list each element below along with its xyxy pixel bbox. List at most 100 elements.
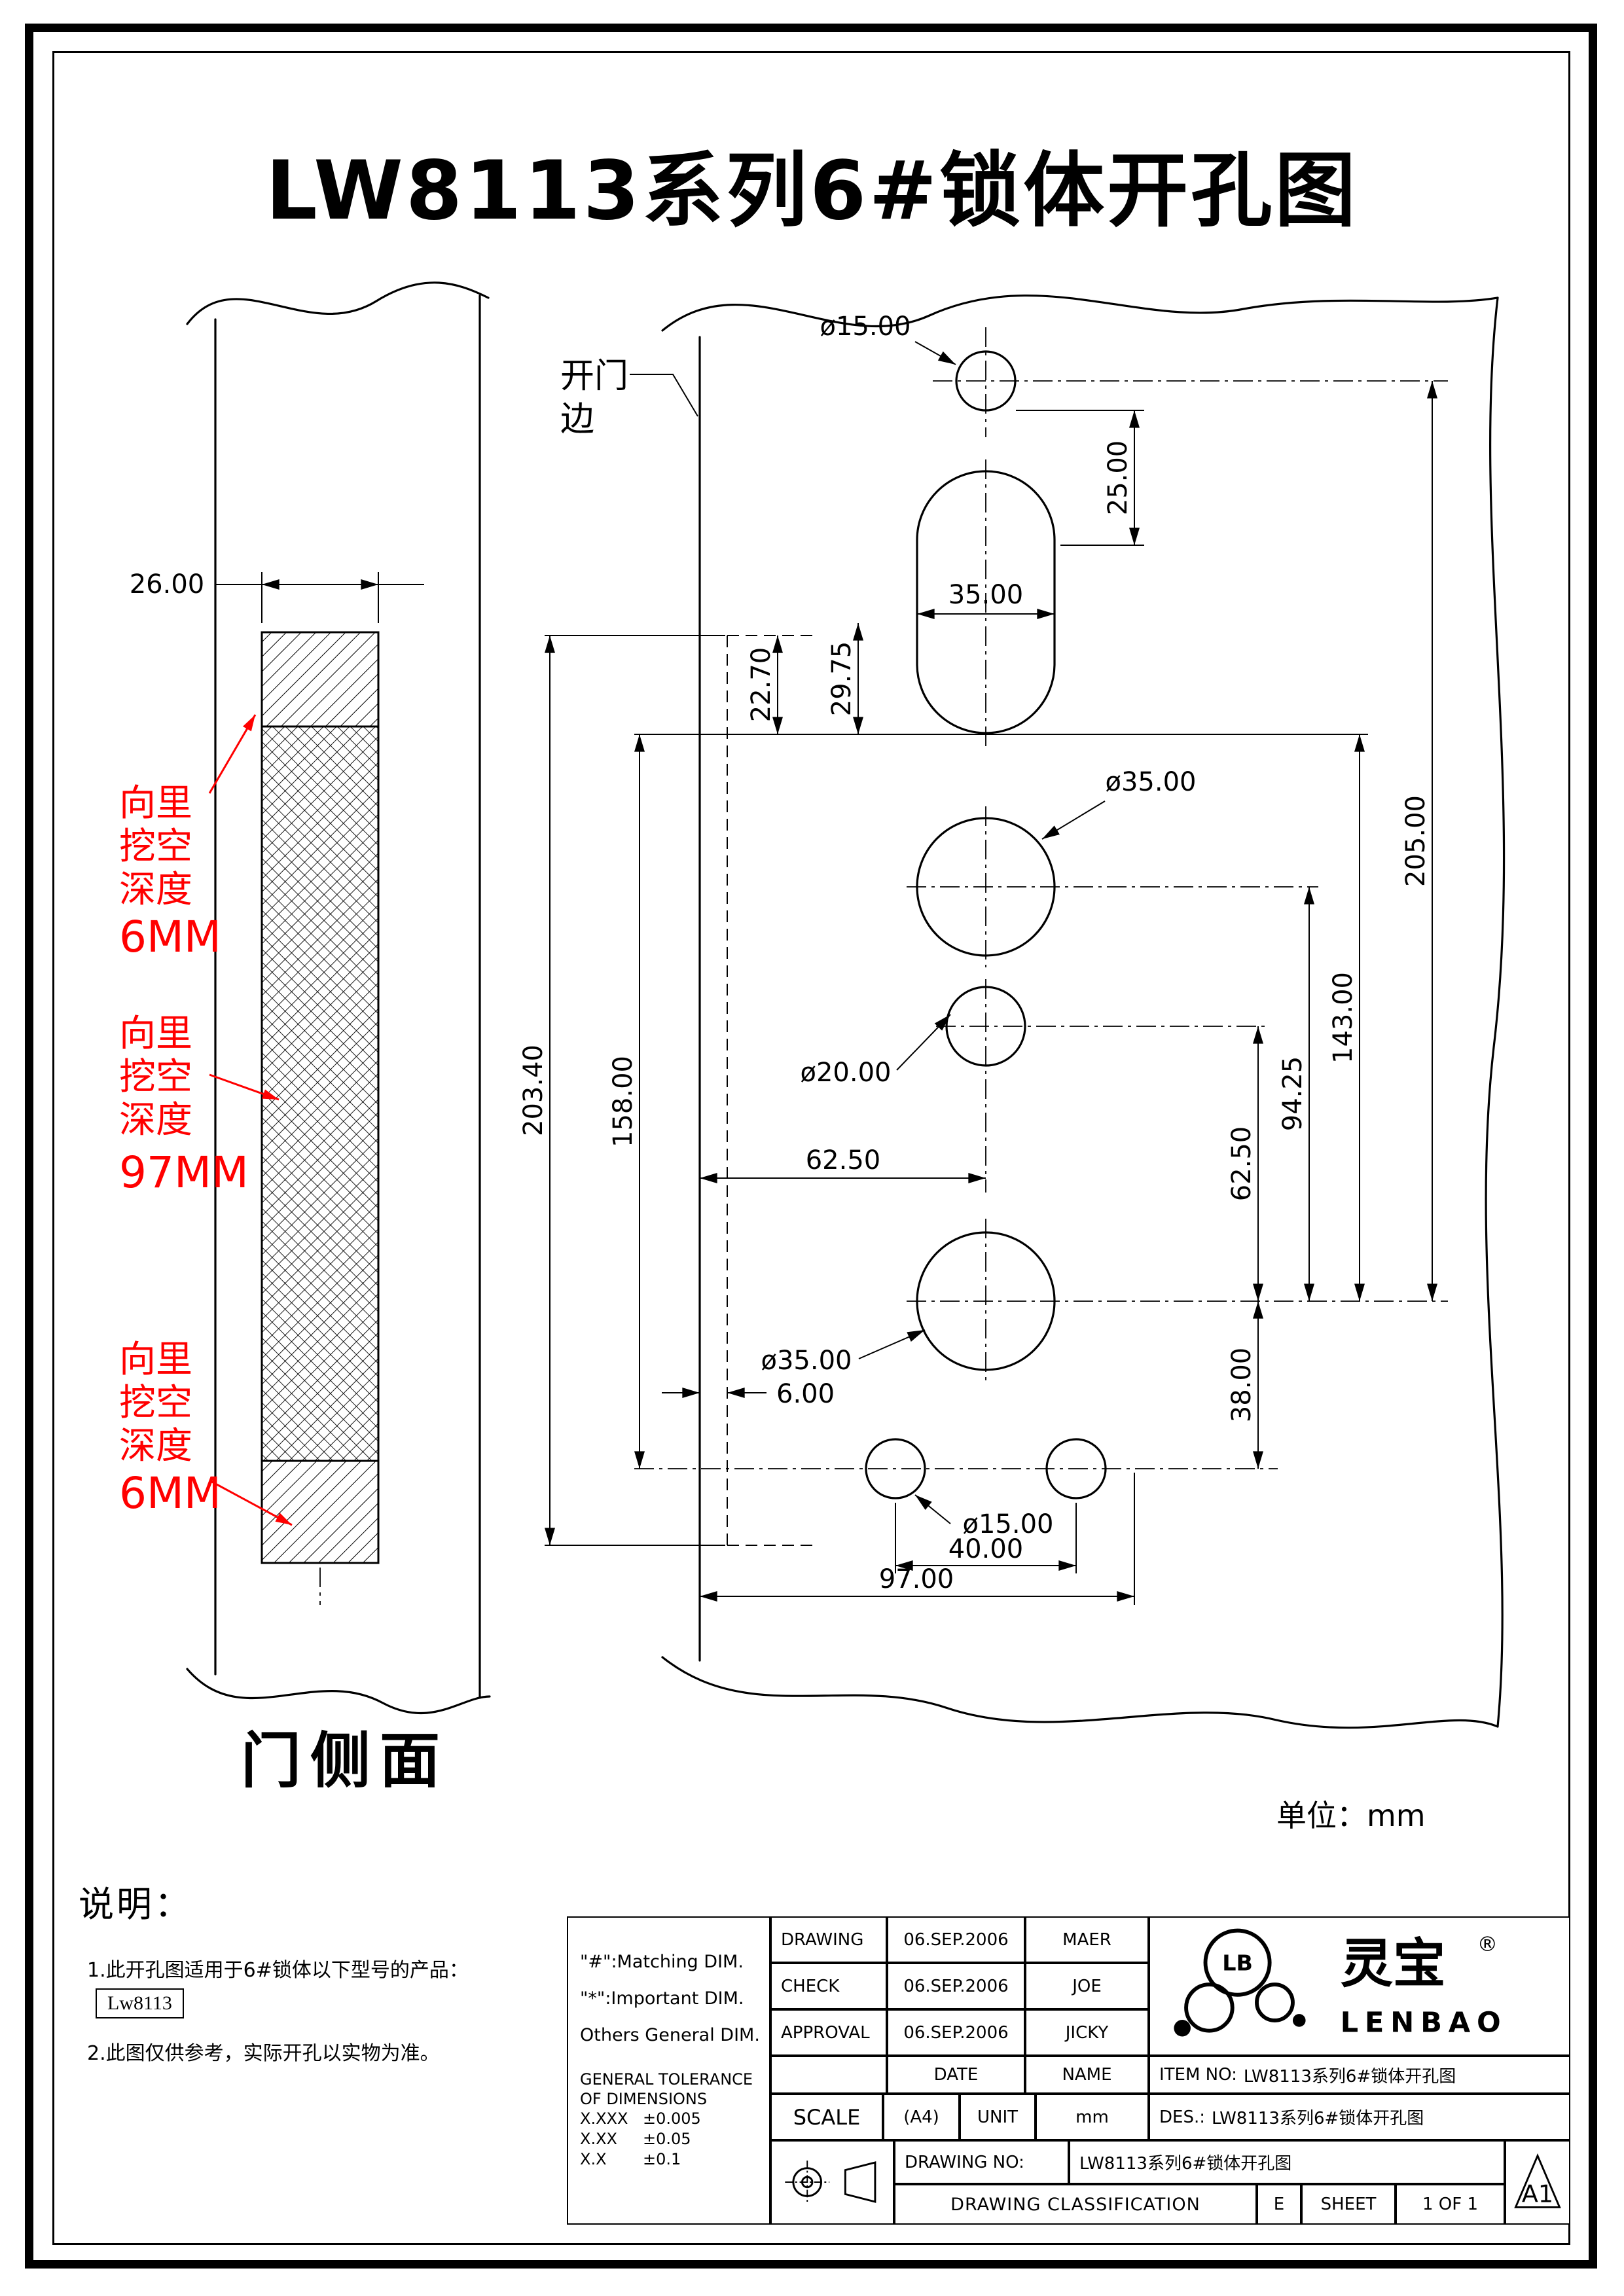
approval-row-label: APPROVAL xyxy=(770,2009,887,2056)
tolerance-row: X.XX±0.05 xyxy=(580,2130,691,2148)
drilling-layout-view: 开门 边 22.70 xyxy=(518,294,1506,1729)
unit-value: mm xyxy=(1036,2094,1149,2140)
svg-text:向里: 向里 xyxy=(119,782,192,825)
door-edge-label-line1: 开门 xyxy=(560,357,628,396)
registered-mark: ® xyxy=(1477,1933,1498,1956)
svg-text:深度: 深度 xyxy=(119,869,192,911)
cone-symbol-icon xyxy=(844,2161,876,2203)
drawing-no-value: LW8113系列6#锁体开孔图 xyxy=(1069,2140,1505,2184)
check-date: 06.SEP.2006 xyxy=(887,1963,1025,2009)
note-1: 1.此开孔图适用于6#锁体以下型号的产品： xyxy=(87,1959,469,1982)
dim-label-38-00: 38.00 xyxy=(1227,1348,1257,1423)
pocket-top-hatch xyxy=(261,631,380,728)
item-no-cell: ITEM NO: LW8113系列6#锁体开孔图 xyxy=(1149,2056,1570,2094)
classification-label: DRAWING CLASSIFICATION xyxy=(894,2184,1257,2225)
door-edge-label-line2: 边 xyxy=(560,400,594,439)
projection-symbol-cell xyxy=(770,2140,894,2225)
classification-value: E xyxy=(1257,2184,1301,2225)
item-no-value: LW8113系列6#锁体开孔图 xyxy=(1243,2066,1456,2087)
svg-text:挖空: 挖空 xyxy=(119,1056,192,1098)
scale-value: (A4) xyxy=(883,2094,960,2140)
dim-label-62-50-h: 62.50 xyxy=(806,1145,881,1175)
svg-text:LB: LB xyxy=(1222,1950,1253,1975)
check-name: JOE xyxy=(1025,1963,1149,2009)
svg-text:挖空: 挖空 xyxy=(119,825,192,868)
model-number-box: Lw8113 xyxy=(96,1988,184,2018)
tolerance-title-1: GENERAL TOLERANCE xyxy=(580,2070,753,2089)
brand-name-en: LENBAO xyxy=(1341,2007,1507,2039)
notes-heading: 说明： xyxy=(79,1884,192,1925)
dim-label-94-25: 94.25 xyxy=(1278,1056,1308,1132)
projection-symbols xyxy=(785,2161,876,2204)
date-header: DATE xyxy=(887,2056,1025,2094)
pocket-middle-hatch xyxy=(261,725,380,1462)
sheet-label: SHEET xyxy=(1301,2184,1396,2225)
drawing-row-label: DRAWING xyxy=(770,1916,887,1963)
dim-label-d35-upper: ø35.00 xyxy=(1106,767,1197,797)
svg-text:6MM: 6MM xyxy=(119,912,221,962)
brand-cell: LB 灵宝 ® LENBAO xyxy=(1149,1916,1570,2056)
unit-note: 单位：mm xyxy=(1276,1798,1426,1833)
dim-label-22-70: 22.70 xyxy=(746,647,776,723)
des-cell: DES.: LW8113系列6#锁体开孔图 xyxy=(1149,2094,1570,2140)
approval-name: JICKY xyxy=(1025,2009,1149,2056)
size-code: A1 xyxy=(1522,2180,1553,2208)
dim-label-40-00: 40.00 xyxy=(948,1534,1024,1564)
brand-name-cn: 灵宝 xyxy=(1341,1933,1446,1994)
dim-label-62-50-v: 62.50 xyxy=(1227,1126,1257,1202)
dim-note-important: "*":Important DIM. xyxy=(580,1988,744,2009)
sheet-size-cell: A1 xyxy=(1505,2140,1570,2225)
approval-date: 06.SEP.2006 xyxy=(887,2009,1025,2056)
des-value: LW8113系列6#锁体开孔图 xyxy=(1211,2109,1424,2128)
dim-note-matching: "#":Matching DIM. xyxy=(580,1952,744,1972)
note-2: 2.此图仅供参考，实际开孔以实物为准。 xyxy=(87,2042,440,2065)
dim-label-205-00: 205.00 xyxy=(1401,795,1431,887)
hole-15-bottom-left xyxy=(865,1438,926,1499)
dim-label-26: 26.00 xyxy=(130,569,205,600)
tolerance-row: X.XXX±0.005 xyxy=(580,2109,701,2128)
empty-cell xyxy=(770,2056,887,2094)
check-row-label: CHECK xyxy=(770,1963,887,2009)
svg-text:6MM: 6MM xyxy=(119,1468,221,1518)
tolerance-row: X.X±0.1 xyxy=(580,2150,681,2168)
dimension-notes-cell: "#":Matching DIM. "*":Important DIM. Oth… xyxy=(567,1916,770,2225)
dim-note-general: Others General DIM. xyxy=(580,2025,760,2045)
page-title: LW8113系列6#锁体开孔图 xyxy=(265,144,1359,238)
pocket-bottom-hatch xyxy=(261,1460,380,1564)
red-annotation-bottom: 向里 挖空 深度 6MM xyxy=(119,1338,293,1526)
name-header: NAME xyxy=(1025,2056,1149,2094)
dim-label-158-00: 158.00 xyxy=(608,1056,638,1147)
slot-35 xyxy=(916,470,1056,734)
drawing-no-label: DRAWING NO: xyxy=(894,2140,1069,2184)
dim-label-6-00: 6.00 xyxy=(776,1379,835,1409)
lenbao-logo-icon: LB xyxy=(1174,1928,1306,2037)
svg-text:向里: 向里 xyxy=(119,1013,192,1055)
dim-label-35-00-slot: 35.00 xyxy=(948,580,1024,610)
drawing-name: MAER xyxy=(1025,1916,1149,1963)
svg-text:挖空: 挖空 xyxy=(119,1382,192,1424)
svg-text:97MM: 97MM xyxy=(119,1147,249,1198)
dim-label-97-00: 97.00 xyxy=(879,1564,954,1594)
dim-label-29-75: 29.75 xyxy=(827,641,857,717)
unit-label: UNIT xyxy=(960,2094,1036,2140)
door-side-label: 门侧面 xyxy=(241,1726,449,1796)
svg-text:向里: 向里 xyxy=(119,1338,192,1381)
sheet-value: 1 OF 1 xyxy=(1396,2184,1505,2225)
outer-border xyxy=(25,24,1597,2269)
door-side-view: 26.00 向里 挖空 深度 6MM 向里 挖空 深度 97MM 向里 挖空 深… xyxy=(119,281,491,1796)
dim-label-d35-lower: ø35.00 xyxy=(761,1346,852,1376)
red-annotation-middle: 向里 挖空 深度 97MM xyxy=(119,1013,280,1198)
red-annotation-top: 向里 挖空 深度 6MM xyxy=(119,714,257,962)
drawing-date: 06.SEP.2006 xyxy=(887,1916,1025,1963)
projection-symbol-icon xyxy=(785,2161,830,2204)
item-no-label: ITEM NO: xyxy=(1159,2065,1237,2085)
dim-label-203-40: 203.40 xyxy=(518,1045,549,1136)
inner-border xyxy=(52,51,1570,2245)
dim-label-143-00: 143.00 xyxy=(1328,972,1358,1064)
des-label: DES.: xyxy=(1159,2107,1205,2127)
dim-label-d15-bottom: ø15.00 xyxy=(963,1509,1054,1539)
scale-label: SCALE xyxy=(770,2094,883,2140)
sheet-size-triangle-icon: A1 xyxy=(1514,2153,1561,2208)
